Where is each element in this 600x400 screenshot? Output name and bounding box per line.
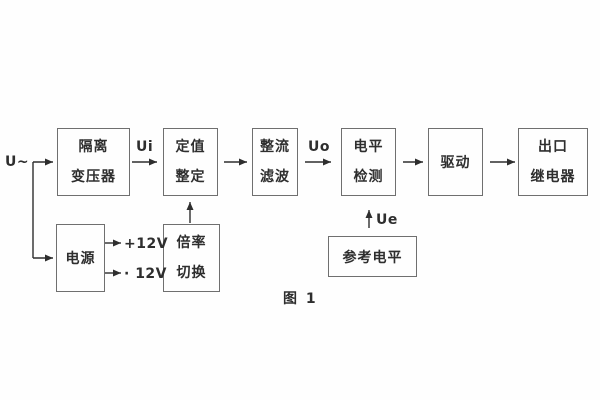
block-setpoint-setting: 定值 整定 xyxy=(163,128,218,196)
block-label: 参考电平 xyxy=(342,249,403,266)
block-output-relay: 出口 继电器 xyxy=(518,128,588,196)
label-rail-positive: +12V xyxy=(124,236,169,252)
figure-caption: 图 1 xyxy=(283,291,318,307)
block-label: 电源 xyxy=(65,251,96,267)
block-label: 检测 xyxy=(353,169,384,185)
block-ratio-switching: 倍率 切换 xyxy=(163,224,220,292)
block-drive: 驱动 xyxy=(428,128,483,196)
block-rectifier-filter: 整流 滤波 xyxy=(252,128,298,196)
block-label: 切换 xyxy=(176,265,207,281)
label-input-voltage: U~ xyxy=(5,154,30,170)
block-label: 出口 xyxy=(538,139,568,155)
block-label: 变压器 xyxy=(71,169,116,185)
block-label: 整定 xyxy=(175,169,206,185)
block-label: 电平 xyxy=(353,139,384,155)
block-level-detection: 电平 检测 xyxy=(341,128,396,196)
block-label: 滤波 xyxy=(260,169,290,185)
block-isolation-transformer: 隔离 变压器 xyxy=(57,128,130,196)
block-label: 继电器 xyxy=(530,169,576,185)
label-uo: Uo xyxy=(308,139,330,155)
block-power-supply: 电源 xyxy=(56,224,105,292)
block-label: 倍率 xyxy=(176,235,207,251)
block-label: 隔离 xyxy=(78,139,109,155)
label-rail-negative: · 12V xyxy=(124,266,168,282)
block-label: 定值 xyxy=(175,139,206,155)
block-reference-level: 参考电平 xyxy=(328,236,417,277)
label-ue: Ue xyxy=(376,212,398,228)
label-ui: Ui xyxy=(136,139,154,155)
block-label: 整流 xyxy=(260,139,290,155)
block-label: 驱动 xyxy=(440,155,471,171)
